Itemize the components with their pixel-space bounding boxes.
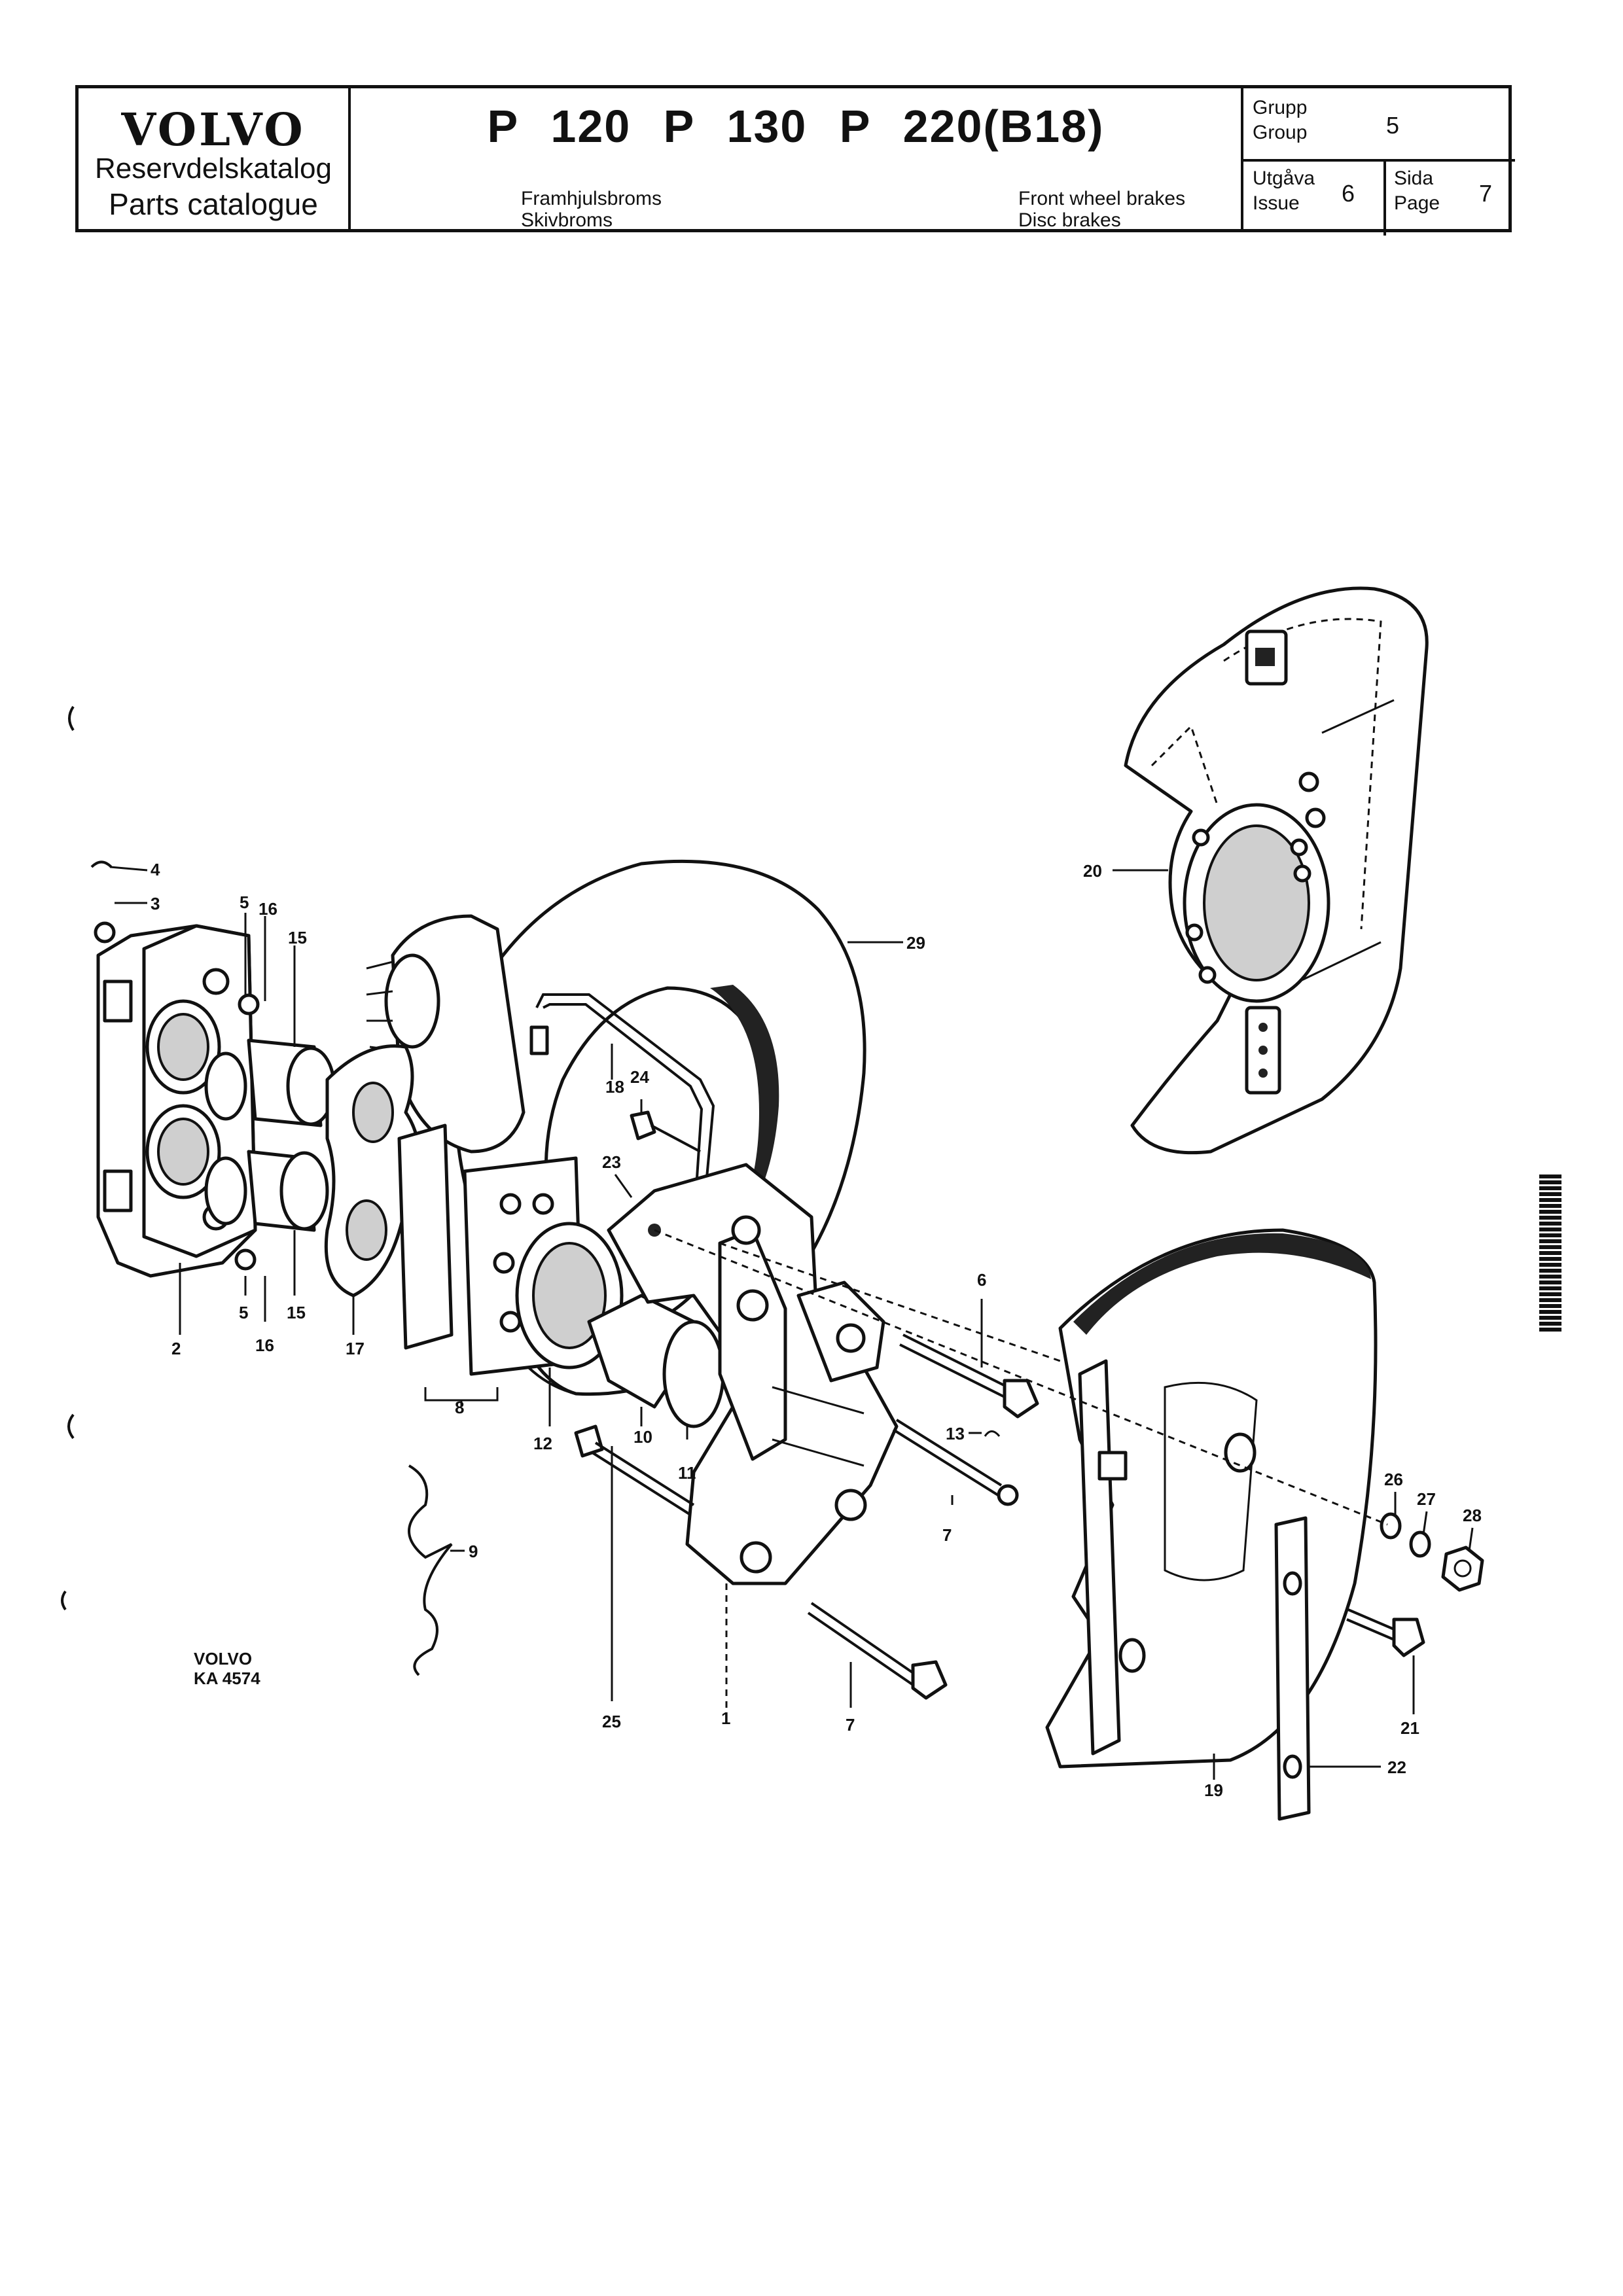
callout-28: 28 <box>1463 1506 1482 1525</box>
nut-28-bore <box>1454 1559 1472 1578</box>
callout-21: 21 <box>1400 1718 1419 1738</box>
bolt-6 <box>899 1333 1039 1419</box>
catalog-header: VOLVO Reservdelskatalog Parts catalogue … <box>75 85 1515 236</box>
callout-1: 1 <box>721 1708 730 1728</box>
issue-label-sv: Utgåva <box>1253 168 1315 189</box>
nut-28 <box>1441 1545 1484 1592</box>
callout-19: 19 <box>1204 1780 1223 1800</box>
page-value: 7 <box>1479 180 1493 207</box>
bolt-21-head <box>1392 1617 1425 1657</box>
issue-value: 6 <box>1342 180 1355 207</box>
callout-20: 20 <box>1083 861 1102 881</box>
callout-11: 13 <box>946 1424 965 1443</box>
callout-10: 7 <box>942 1525 952 1545</box>
callout-29: 29 <box>906 933 925 953</box>
callout-25: 25 <box>602 1712 621 1731</box>
piston-seal <box>662 1320 725 1428</box>
caliper-inner-half <box>607 1163 899 1585</box>
washer-27 <box>1409 1530 1431 1558</box>
group-value: 5 <box>1386 112 1400 139</box>
callout-3: 3 <box>151 894 160 913</box>
retaining-spring <box>408 1464 453 1676</box>
callout-15-bottom: 15 <box>287 1303 306 1322</box>
index-divider-v <box>1383 159 1386 236</box>
shield-bracket <box>1274 1516 1311 1821</box>
bracket-hole <box>1283 1571 1302 1596</box>
scan-mark <box>67 1413 75 1439</box>
cotter-pin <box>984 1430 1001 1437</box>
bleed-screw <box>94 921 116 944</box>
underline-en <box>1015 231 1238 232</box>
seal-plate-hole <box>352 1082 394 1143</box>
header-title-cell: P 120 P 130 P 220(B18) Framhjulsbroms Sk… <box>351 88 1241 232</box>
callout-16-bottom: 16 <box>255 1335 274 1355</box>
callout-2: 2 <box>171 1339 181 1358</box>
dust-shield-upper <box>1124 586 1429 1155</box>
page-label-en: Page <box>1394 192 1440 214</box>
assembly-axis <box>719 1242 1061 1362</box>
brand-logo: VOLVO <box>121 104 306 156</box>
callout-22: 22 <box>1387 1757 1406 1777</box>
callout-9: 9 <box>469 1542 478 1561</box>
callout-12: 10 <box>633 1427 652 1447</box>
catalog-title-sv: Reservdelskatalog <box>95 152 332 185</box>
callout-24: 24 <box>630 1067 649 1087</box>
model-list: P 120 P 130 P 220(B18) <box>487 101 1105 152</box>
section-subtitle-sv: Skivbroms <box>521 209 613 231</box>
callout-23: 23 <box>602 1152 621 1172</box>
section-subtitle-en: Disc brakes <box>1018 209 1121 231</box>
seal-ring <box>234 1248 257 1271</box>
callout-15-top: 15 <box>288 928 307 947</box>
callout-4: 4 <box>151 860 160 879</box>
group-label-sv: Grupp <box>1253 97 1308 118</box>
drawing-reference-number: KA 4574 <box>194 1669 260 1688</box>
callout-13: 11 <box>678 1463 696 1483</box>
callout-7-bottom: 7 <box>846 1715 855 1735</box>
header-brand-cell: VOLVO Reservdelskatalog Parts catalogue <box>79 88 351 229</box>
pistons-outer <box>204 1038 336 1232</box>
washer-26 <box>1380 1512 1402 1540</box>
drawing-reference: VOLVO KA 4574 <box>194 1649 260 1688</box>
section-title-en: Front wheel brakes <box>1018 188 1186 209</box>
callout-6: 6 <box>977 1270 986 1290</box>
index-divider-h <box>1243 159 1515 162</box>
callout-14: 12 <box>533 1434 552 1453</box>
callout-5-bottom: 5 <box>239 1303 248 1322</box>
callout-26: 26 <box>1384 1470 1403 1489</box>
issue-label-en: Issue <box>1253 192 1300 214</box>
bolt-24 <box>630 1110 701 1153</box>
seal-plate-hole <box>346 1199 387 1261</box>
group-label-en: Group <box>1253 122 1308 143</box>
catalog-title-en: Parts catalogue <box>109 187 318 221</box>
bracket-hole <box>1283 1754 1302 1779</box>
registration-mark <box>1539 1174 1561 1332</box>
brake-pipe-outline <box>543 1003 704 1178</box>
drawing-reference-brand: VOLVO <box>194 1649 253 1669</box>
pipe-nut <box>529 1025 549 1055</box>
bolt-10 <box>892 1419 1019 1506</box>
bolt-7 <box>807 1602 948 1700</box>
scan-mark <box>68 705 75 732</box>
callout-27: 27 <box>1417 1489 1436 1509</box>
scan-mark <box>61 1590 67 1611</box>
splash-shield-lower <box>1045 1228 1378 1769</box>
callout-18: 18 <box>605 1077 624 1097</box>
bolt-21 <box>1346 1608 1395 1640</box>
underline-sv <box>518 231 884 232</box>
callout-16-top: 16 <box>259 899 277 919</box>
dust-cap <box>90 860 113 868</box>
page-label-sv: Sida <box>1394 168 1434 189</box>
callout-17: 17 <box>346 1339 365 1358</box>
section-title-sv: Framhjulsbroms <box>521 188 662 209</box>
leader-lines <box>109 866 1474 1780</box>
header-index-cell: Grupp Group 5 Utgåva Issue 6 Sida Page 7 <box>1241 88 1515 236</box>
assembly-axis <box>654 1229 1388 1526</box>
callout-labels: 4 3 5 16 15 2 5 16 15 17 8 9 12 10 11 18… <box>151 860 1482 1800</box>
callout-5-top: 5 <box>240 892 249 912</box>
callout-8: 8 <box>455 1398 464 1417</box>
seal-ring <box>238 993 260 1016</box>
